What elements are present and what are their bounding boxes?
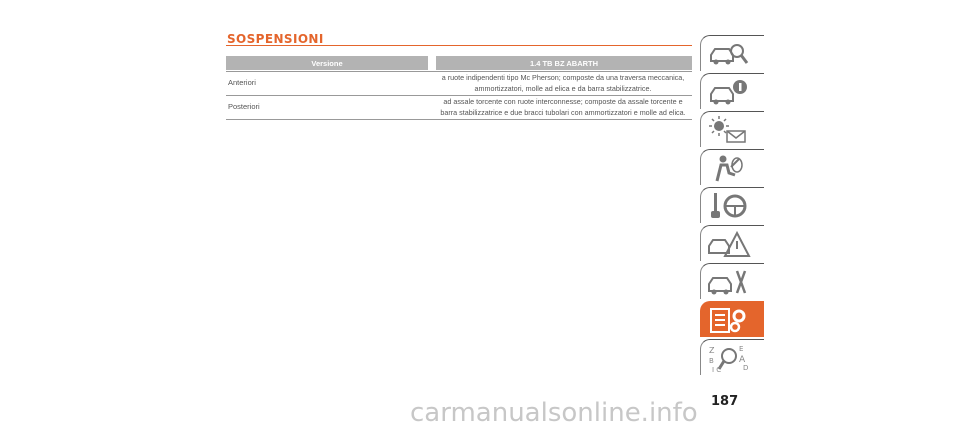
tab-safety-lights[interactable] — [700, 111, 764, 147]
tab-dashboard[interactable] — [700, 73, 764, 109]
table-header-rule — [226, 71, 692, 72]
alphabetical-index-icon: Z E B A I C D — [709, 345, 748, 373]
row-value-line: ammortizzatori, molle ad elica e da barr… — [474, 84, 652, 93]
section-title: SOSPENSIONI — [227, 32, 324, 46]
tab-starting-driving[interactable] — [700, 187, 764, 223]
tab-emergency[interactable] — [700, 225, 764, 261]
tab-safety[interactable] — [700, 149, 764, 185]
row-label-posteriori: Posteriori — [228, 102, 260, 111]
tab-index[interactable]: Z E B A I C D — [700, 339, 764, 375]
row-value-anteriori: a ruote indipendenti tipo Mc Pherson; co… — [434, 72, 692, 94]
seat-airbag-icon — [715, 155, 743, 182]
row-label-anteriori: Anteriori — [228, 78, 256, 87]
gearstick-steering-wheel-icon — [711, 193, 747, 218]
table-header-model: 1.4 TB BZ ABARTH — [436, 56, 692, 70]
sun-warning-envelope-icon — [709, 116, 746, 143]
row-value-line: ad assale torcente con ruote interconnes… — [443, 97, 683, 106]
row-value-posteriori: ad assale torcente con ruote interconnes… — [434, 96, 692, 118]
svg-text:I C: I C — [712, 366, 721, 373]
car-info-icon — [710, 80, 747, 105]
tab-technical-data[interactable] — [700, 301, 764, 337]
car-warning-triangle-icon — [708, 230, 751, 257]
svg-text:Z: Z — [709, 346, 715, 355]
table-bottom-rule — [226, 119, 692, 120]
table-row-rule — [226, 95, 692, 96]
tab-car-knowledge[interactable] — [700, 35, 764, 71]
row-value-line: a ruote indipendenti tipo Mc Pherson; co… — [441, 73, 685, 82]
table-header-version: Versione — [226, 56, 428, 70]
svg-text:A: A — [739, 355, 746, 365]
row-value-line: barra stabilizzatrice e due bracci tubol… — [440, 108, 686, 117]
watermark: carmanualsonline.info — [410, 398, 698, 428]
title-underline — [226, 45, 692, 46]
tab-maintenance[interactable] — [700, 263, 764, 299]
svg-text:B: B — [709, 357, 714, 365]
document-gear-icon — [710, 308, 746, 333]
page-number: 187 — [711, 394, 739, 409]
svg-text:D: D — [743, 364, 748, 372]
car-magnifier-icon — [710, 44, 749, 65]
car-wrench-icon — [708, 270, 747, 295]
svg-text:E: E — [739, 345, 743, 353]
